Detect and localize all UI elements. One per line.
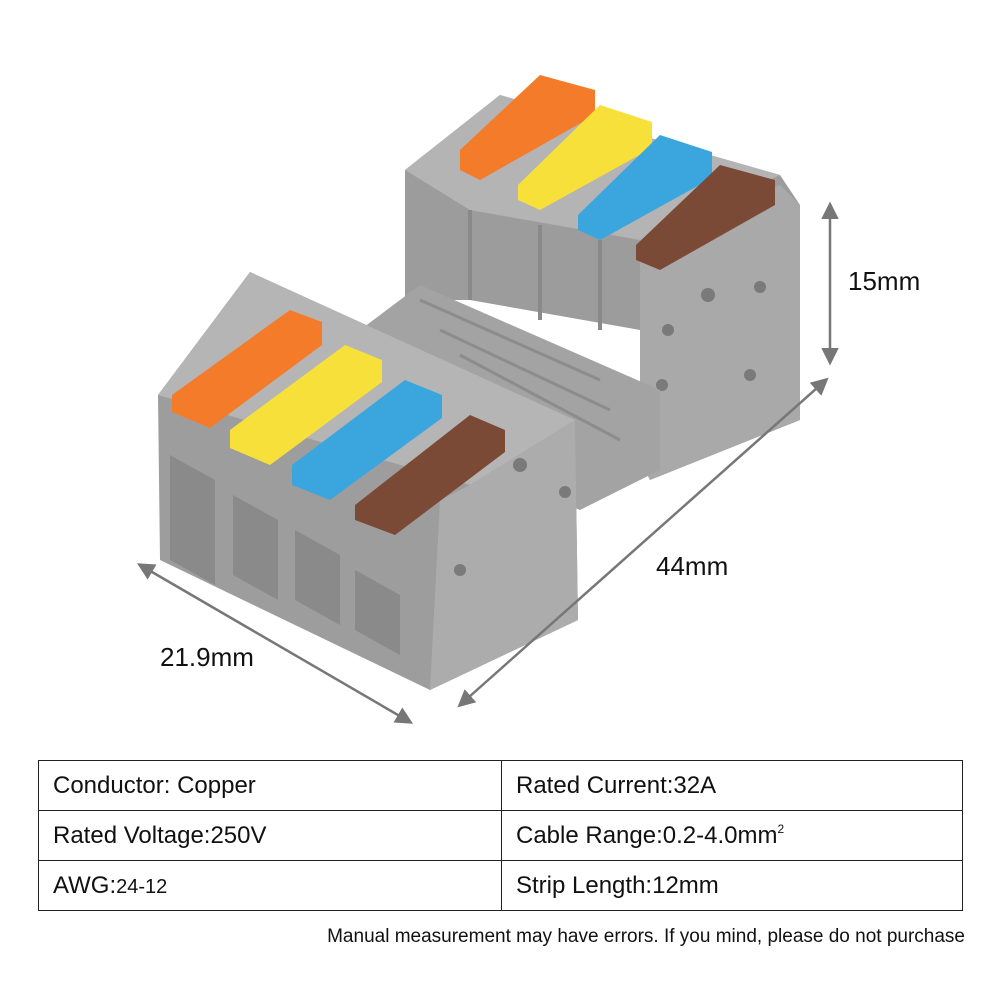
back-lever-yellow [518,105,652,210]
strip-length-cell: Strip Length:12mm [501,860,963,911]
cable-range-cell: Cable Range:0.2-4.0mm2 [501,810,963,861]
rated-current-cell: Rated Current:32A [501,760,963,811]
connector-product-image: 15mm 44mm 21.9mm [136,75,920,724]
rated-voltage-cell: Rated Voltage:250V [38,810,502,861]
back-levers [460,75,775,270]
awg-value: 24-12 [116,875,168,898]
table-row: Rated Voltage:250V Cable Range:0.2-4.0mm… [38,810,963,861]
front-lever-yellow [230,345,382,465]
awg-cell: AWG:24-12 [38,860,502,911]
back-lever-blue [578,135,712,240]
front-lever-blue [292,380,442,500]
length-dimension-arrow [457,377,829,708]
height-label: 15mm [848,266,920,296]
back-lever-orange [460,75,595,180]
cable-range-text: Cable Range:0.2-4.0mm [516,821,778,849]
conductor-cell: Conductor: Copper [38,760,502,811]
width-label: 21.9mm [160,642,254,672]
awg-label: AWG: [53,871,117,899]
disclaimer-note: Manual measurement may have errors. If y… [327,926,965,947]
front-lever-orange [172,310,322,428]
back-lever-brown [636,165,775,270]
table-row: Conductor: Copper Rated Current:32A [38,760,963,811]
length-label: 44mm [656,551,728,581]
spec-table: Conductor: Copper Rated Current:32A Rate… [38,760,963,911]
table-row: AWG:24-12 Strip Length:12mm [38,860,963,911]
width-dimension-arrow [136,563,414,724]
cable-range-superscript: 2 [777,821,785,836]
